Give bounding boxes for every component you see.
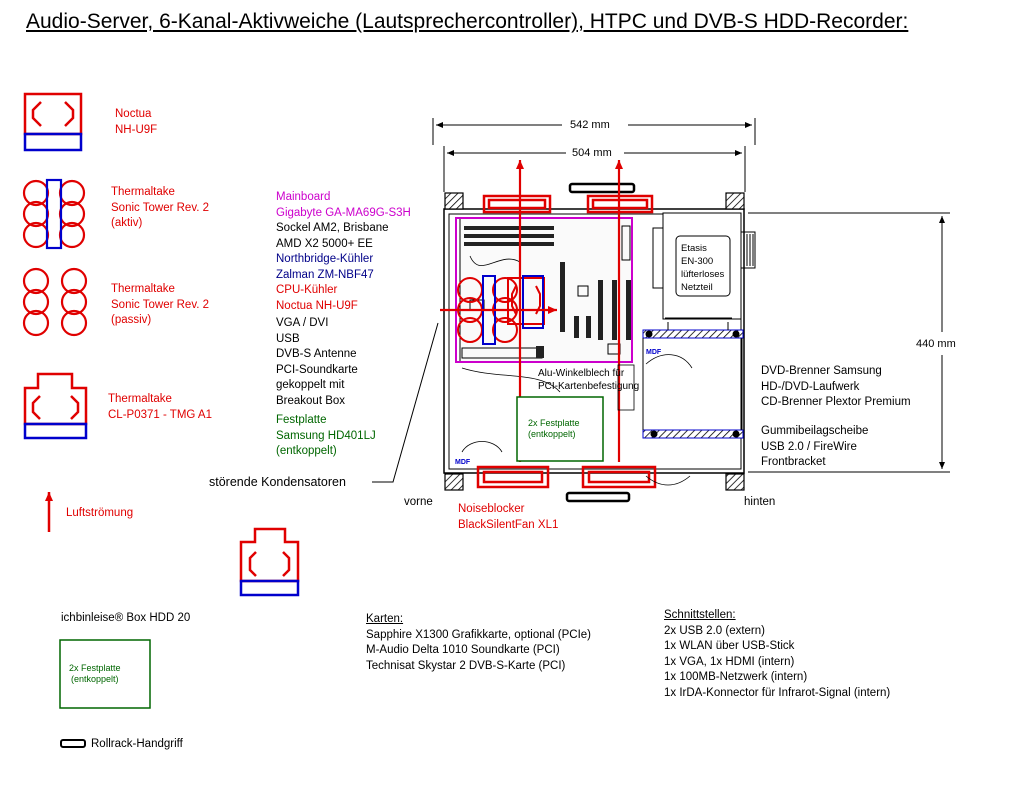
schnittstellen-list: Schnittstellen: 2x USB 2.0 (extern) 1x W…	[664, 608, 890, 701]
kondensatoren-leader	[372, 322, 439, 483]
psu-drawing	[652, 212, 756, 320]
schnittstellen-heading: Schnittstellen:	[664, 609, 736, 621]
legend-hdd-label: 2x Festplatte(entkoppelt)	[69, 663, 121, 684]
hinten-label: hinten	[744, 496, 776, 508]
rubber-washers	[645, 330, 740, 438]
dim-440-label: 440 mm	[916, 338, 956, 350]
case-hdd-box	[516, 396, 604, 462]
mainboard-outline	[455, 217, 633, 363]
board-drive-bay	[617, 364, 635, 411]
dimension-504	[443, 146, 746, 192]
mdf-arcs	[461, 354, 693, 486]
case-hdd-label: 2x Festplatte(entkoppelt)	[528, 418, 580, 439]
legend-box-title: ichbinleise® Box HDD 20	[61, 612, 191, 624]
mdf-label-left: MDF	[455, 459, 471, 466]
list-item: 1x IrDA-Konnector für Infrarot-Signal (i…	[664, 686, 891, 699]
karten-heading: Karten:	[366, 613, 404, 625]
legend-hdd-box	[59, 639, 151, 709]
karten-list: Karten: Sapphire X1300 Grafikkarte, opti…	[366, 612, 591, 674]
dim-542-label: 542 mm	[570, 119, 610, 131]
mdf-label-right: MDF	[646, 349, 662, 356]
kondensatoren-label: störende Kondensatoren	[209, 475, 346, 489]
list-item: Sapphire X1300 Grafikkarte, optional (PC…	[366, 628, 592, 641]
dimension-440	[748, 212, 950, 473]
case-feet	[444, 192, 745, 491]
case-inner	[448, 213, 742, 470]
list-item: Technisat Skystar 2 DVB-S-Karte (PCI)	[366, 659, 566, 672]
legend-airflow-label: Luftströmung	[66, 507, 134, 519]
dimension-542	[432, 118, 756, 145]
motherboard-drawing	[459, 217, 633, 393]
page-title: Audio-Server, 6-Kanal-Aktivweiche (Lauts…	[26, 10, 909, 33]
mdf-shelves	[642, 317, 744, 439]
legend-sonic-passiv-icon	[22, 267, 88, 337]
legend-noctua-icon	[23, 92, 83, 152]
legend-rollrack-label: Rollrack-Handgriff	[91, 738, 183, 750]
dim-504-label: 504 mm	[572, 147, 612, 159]
case-handles	[565, 182, 636, 503]
vorne-label: vorne	[404, 496, 433, 508]
legend-box-icon	[239, 527, 300, 597]
list-item: 2x USB 2.0 (extern)	[664, 624, 765, 637]
bottom-fans	[476, 465, 657, 489]
list-item: 1x 100MB-Netzwerk (intern)	[664, 671, 808, 683]
list-item: 1x VGA, 1x HDMI (intern)	[664, 655, 795, 668]
legend-clp0371-icon	[23, 372, 88, 440]
legend-sonic-aktiv-icon	[22, 178, 86, 250]
list-item: M-Audio Delta 1010 Soundkarte (PCI)	[366, 644, 560, 656]
rollrack-handle-icon	[60, 739, 86, 748]
list-item: 1x WLAN über USB-Stick	[664, 640, 795, 652]
